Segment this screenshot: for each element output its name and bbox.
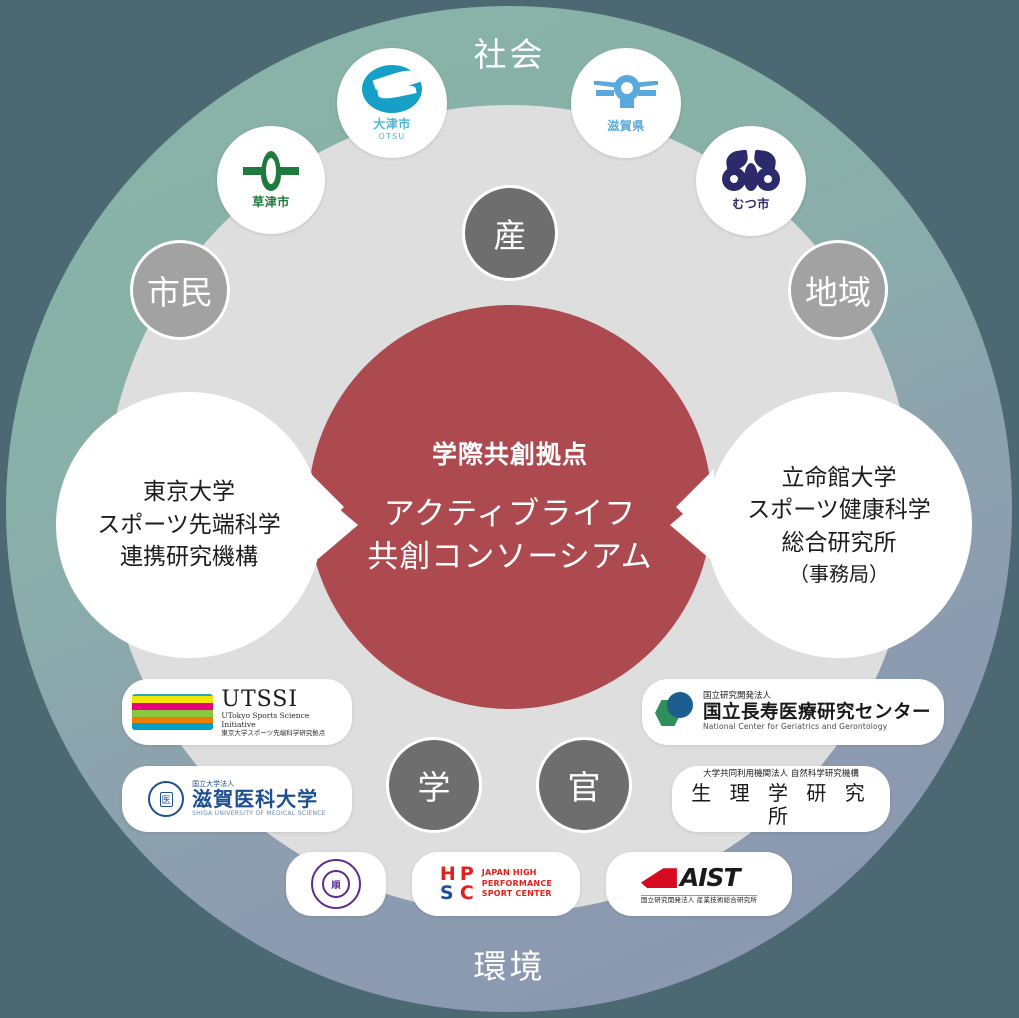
party-utokyo-line-1: 東京大学 [142, 479, 235, 506]
utssi-wave-icon [132, 693, 214, 730]
logo-nips[interactable]: 大学共同利用機関法人 自然科学研究機構 生 理 学 研 究 所 [672, 766, 890, 832]
aist-name: AIST [679, 862, 741, 892]
hpsc-letter-s: S [439, 882, 454, 904]
utssi-name: UTSSI [221, 686, 299, 712]
ncgg-english: National Center for Geriatrics and Geron… [702, 722, 888, 732]
arrow-right-icon [670, 491, 710, 559]
bubble-gaku: 学 [386, 737, 482, 833]
logo-kusatsu-label: 草津市 [252, 194, 290, 209]
party-ritsumeikan-line-4: （事務局） [788, 561, 889, 586]
logo-otsu-city[interactable]: 大津市 OTSU [337, 48, 447, 158]
kusatsu-crest-icon [243, 150, 299, 191]
utssi-japanese: 東京大学スポーツ先端科学研究拠点 [221, 728, 326, 737]
logo-mutsu-city[interactable]: むつ市 [696, 126, 806, 236]
juntendo-seal-label: 順 [331, 880, 341, 891]
logo-kusatsu-city[interactable]: 草津市 [217, 126, 325, 234]
hpsc-line-1: JAPAN HIGH [481, 867, 537, 877]
logo-aist[interactable]: AIST 国立研究開発法人 産業技術総合研究所 [606, 852, 792, 916]
logo-juntendo-university[interactable]: 順 [286, 852, 386, 916]
band-label-environment: 環境 [473, 947, 546, 986]
shiga-medical-seal-icon: 医 [148, 781, 185, 817]
shiga-medical-seal-label: 医 [159, 791, 173, 807]
logo-shiga-prefecture[interactable]: 滋賀県 [571, 48, 681, 158]
logo-mutsu-label: むつ市 [732, 196, 770, 211]
shiga-prefecture-crest-icon [594, 73, 658, 115]
hpsc-monogram-icon: H P S C [440, 865, 474, 903]
bubble-kan: 官 [536, 737, 632, 833]
hpsc-letter-h: H [439, 863, 456, 885]
hpsc-letter-p: P [459, 863, 474, 885]
aist-divider [640, 894, 758, 896]
hpsc-line-3: SPORT CENTER [481, 889, 552, 899]
juntendo-seal-icon: 順 [311, 859, 361, 909]
party-ritsumeikan-line-2: スポーツ健康科学 [747, 497, 931, 524]
logo-utssi[interactable]: UTSSI UTokyo Sports Science Initiative 東… [122, 679, 352, 745]
party-ritsumeikan-line-1: 立命館大学 [781, 464, 897, 491]
center-circle: 学際共創拠点 アクティブライフ 共創コンソーシアム [308, 305, 712, 709]
center-line-1: アクティブライフ [383, 496, 637, 533]
logo-hpsc[interactable]: H P S C JAPAN HIGH PERFORMANCE SPORT CEN… [412, 852, 580, 916]
arrow-left-icon [318, 491, 358, 559]
aist-swoosh-icon [640, 868, 677, 889]
nips-prefix: 大学共同利用機関法人 自然科学研究機構 [703, 769, 859, 780]
shiga-medical-prefix: 国立大学法人 [192, 780, 235, 789]
aist-japanese: 国立研究開発法人 産業技術総合研究所 [640, 895, 758, 904]
shiga-medical-name: 滋賀医科大学 [192, 787, 319, 812]
party-utokyo[interactable]: 東京大学 スポーツ先端科学 連携研究機構 [56, 392, 358, 658]
logo-otsu-sublabel: OTSU [378, 132, 406, 141]
center-line-2: 共創コンソーシアム [367, 539, 653, 575]
party-utokyo-line-2: スポーツ先端科学 [97, 511, 281, 538]
mutsu-crest-icon [722, 149, 780, 193]
nips-name: 生 理 学 研 究 所 [691, 780, 871, 828]
band-label-society: 社会 [473, 35, 546, 74]
logo-otsu-label: 大津市 [373, 117, 411, 131]
bubble-chiiki: 地域 [788, 240, 888, 340]
ncgg-mark-icon [654, 692, 695, 732]
party-ritsumeikan-line-3: 総合研究所 [781, 530, 897, 557]
ncgg-name: 国立長寿医療研究センター [702, 701, 931, 723]
party-ritsumeikan[interactable]: 立命館大学 スポーツ健康科学 総合研究所 （事務局） [670, 392, 972, 658]
center-node: 学際共創拠点 アクティブライフ 共創コンソーシアム [306, 305, 714, 709]
logo-ncgg[interactable]: 国立研究開発法人 国立長寿医療研究センター National Center fo… [642, 679, 944, 745]
ncgg-prefix: 国立研究開発法人 [702, 691, 771, 702]
party-utokyo-line-3: 連携研究機構 [119, 544, 258, 571]
bubble-san: 産 [462, 185, 558, 281]
hpsc-line-2: PERFORMANCE [481, 878, 553, 888]
hpsc-letter-c: C [459, 882, 474, 904]
shiga-medical-english: SHIGA UNIVERSITY OF MEDICAL SCIENCE [192, 810, 326, 818]
otsu-crest-icon [362, 65, 422, 113]
logo-shiga-university-medical-science[interactable]: 医 国立大学法人 滋賀医科大学 SHIGA UNIVERSITY OF MEDI… [122, 766, 352, 832]
logo-shiga-label: 滋賀県 [607, 118, 645, 133]
center-title: 学際共創拠点 [431, 440, 588, 470]
bubble-shimin: 市民 [130, 240, 230, 340]
utssi-english: UTokyo Sports Science Initiative [221, 711, 310, 729]
